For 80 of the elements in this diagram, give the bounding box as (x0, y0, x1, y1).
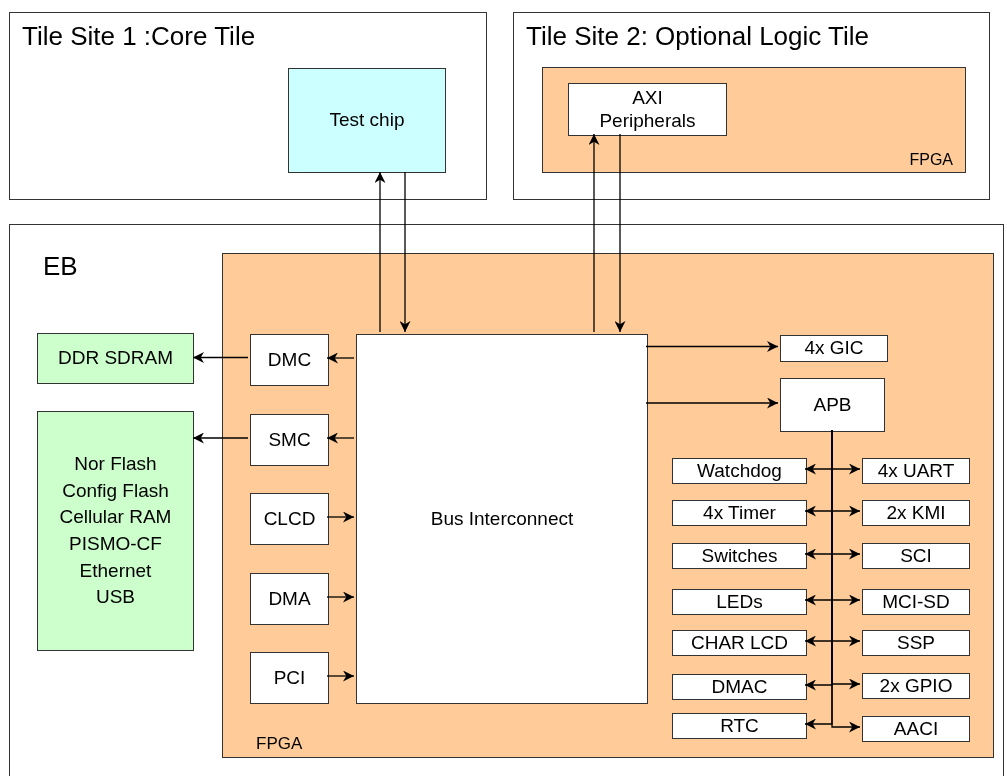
block-label: Bus Interconnect (430, 506, 574, 531)
panel-title: EB (43, 251, 78, 282)
arrow (645, 397, 779, 409)
arrow (326, 432, 355, 444)
peripheral-box (672, 589, 807, 615)
block-box (780, 335, 888, 362)
block-label: SCI (900, 543, 932, 568)
block-label: SSP (897, 630, 935, 655)
block-label: SMC (268, 427, 311, 452)
arrow (192, 352, 249, 363)
peripheral-box (672, 674, 807, 700)
peripheral-box (862, 589, 970, 615)
panel-title: FPGA (256, 734, 303, 754)
block-label: 2x GPIO (879, 673, 953, 698)
block-label: 2x KMI (886, 500, 946, 525)
block-box (780, 378, 885, 432)
block-label: DDR SDRAM (57, 346, 174, 371)
fpga-panel (542, 67, 966, 173)
fpga-panel (222, 253, 994, 758)
memory-item: USB (95, 585, 136, 610)
block-label: DMC (267, 347, 312, 372)
memory-box (37, 333, 194, 384)
block-label: AACI (893, 716, 939, 741)
block-box (250, 493, 329, 545)
block-label: MCI-SD (882, 589, 950, 614)
memory-item: Nor Flash (74, 452, 157, 477)
peripheral-box (862, 673, 970, 699)
peripheral-box (672, 713, 807, 739)
arrow (645, 341, 779, 352)
bus-box (356, 334, 648, 704)
peripheral-box (672, 500, 807, 526)
block-label: Test chip (329, 108, 405, 133)
arrow (614, 133, 626, 333)
panel-title: Tile Site 2: Optional Logic Tile (526, 21, 869, 52)
block-label: APB (813, 392, 852, 417)
peripheral-box (672, 543, 807, 569)
block-label: CLCD (263, 506, 316, 531)
peripheral-box (862, 630, 970, 656)
block-label: Watchdog (697, 458, 782, 483)
block-label: RTC (720, 713, 759, 738)
arrow (588, 133, 600, 333)
memory-box (37, 411, 194, 651)
block-label: AXI Peripherals (598, 86, 697, 133)
block-box (568, 83, 727, 136)
block-label: PCI (273, 665, 306, 690)
peripheral-box (862, 543, 970, 569)
block-label: 4x UART (877, 458, 955, 483)
block-label: DMA (268, 586, 311, 611)
block-label: Switches (701, 543, 778, 568)
peripheral-box (862, 716, 970, 742)
peripheral-box (862, 500, 970, 526)
block-label: 4x GIC (804, 336, 864, 361)
block-box (250, 573, 329, 625)
memory-item: Config Flash (62, 478, 169, 503)
block-box (250, 414, 329, 466)
arrow (374, 171, 386, 333)
panel-title: Tile Site 1 :Core Tile (22, 21, 256, 52)
arrow (326, 670, 355, 682)
block-label: DMAC (711, 674, 768, 699)
arrow (399, 171, 411, 333)
panel-title: FPGA (909, 151, 953, 169)
block-label: LEDs (716, 589, 763, 614)
peripheral-box (862, 458, 970, 484)
tile-site-panel (513, 12, 990, 200)
block-box (250, 334, 329, 386)
arrow (326, 352, 355, 364)
arrow (326, 511, 355, 523)
tile-site-panel (9, 12, 487, 200)
memory-item: Ethernet (79, 558, 152, 583)
peripheral-box (672, 458, 807, 484)
block-box (250, 652, 329, 704)
peripheral-box (672, 630, 807, 656)
chip-box (288, 68, 446, 173)
arrow (326, 591, 355, 603)
block-label: CHAR LCD (690, 630, 789, 655)
memory-item: PISMO-CF (69, 532, 162, 556)
memory-item: Cellular RAM (59, 505, 172, 530)
block-label: 4x Timer (703, 500, 776, 525)
board-panel (9, 224, 1004, 776)
arrow (192, 432, 249, 444)
